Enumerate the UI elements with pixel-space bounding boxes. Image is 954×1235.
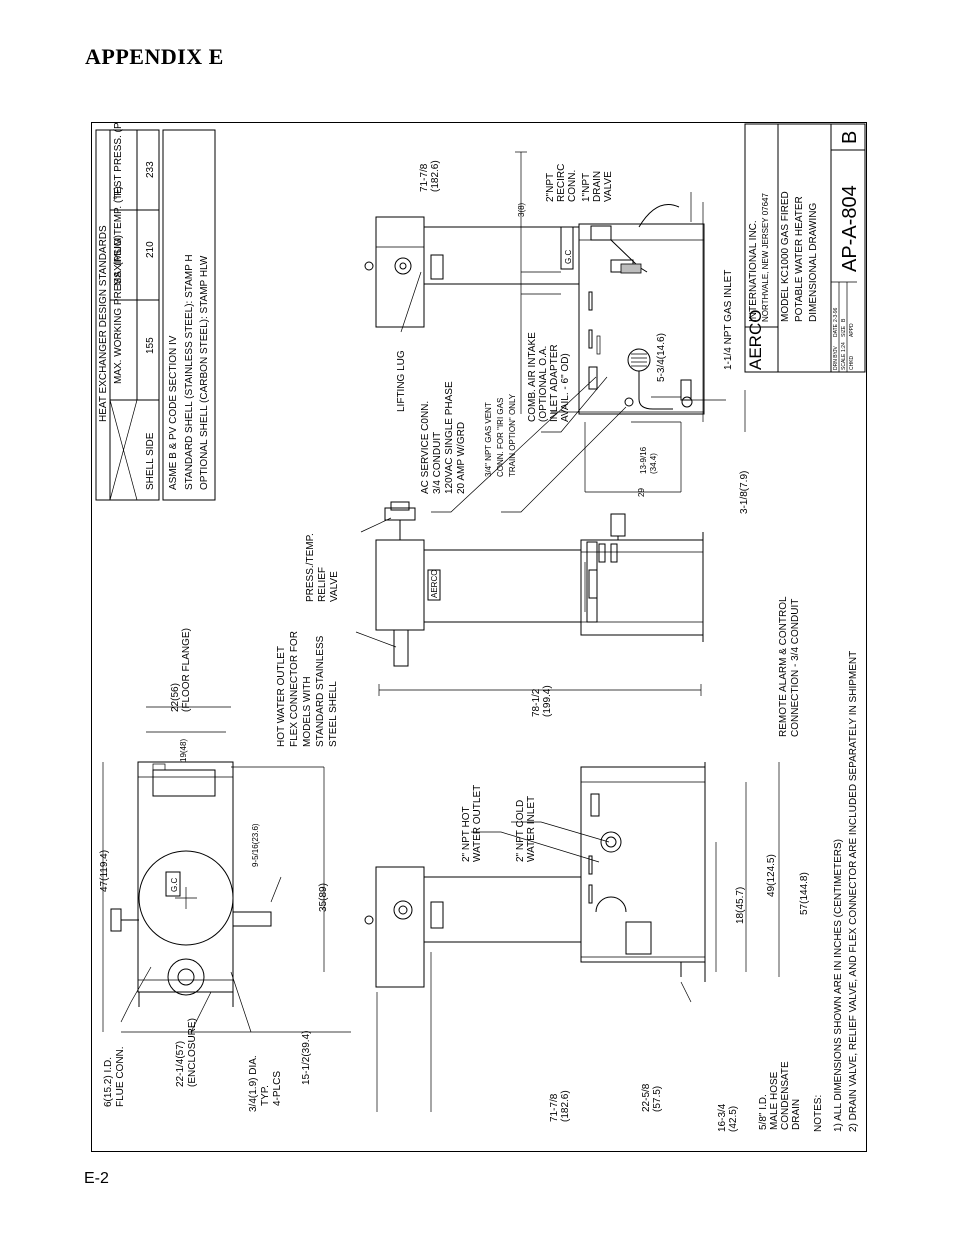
col-max-working: MAX. WORKING PRESS. (PSIG) (113, 235, 124, 384)
dim-35: 35(89) (318, 883, 329, 912)
dim-13-9-16: 13-9/16(34.4) (639, 446, 658, 474)
svg-text:NORTHVALE, NEW JERSEY 07647: NORTHVALE, NEW JERSEY 07647 (761, 193, 770, 322)
table-title: HEAT EXCHANGER DESIGN STANDARDS (98, 225, 109, 422)
label-enclosure: 22-1/4(57)(ENCLOSURE) (175, 1018, 198, 1087)
svg-text:JV: JV (833, 346, 839, 353)
note-1: 1) ALL DIMENSIONS SHOWN ARE IN INCHES (C… (833, 839, 844, 1132)
svg-text:DIMENSIONAL DRAWING: DIMENSIONAL DRAWING (808, 203, 819, 322)
label-gas-inlet: 1-1/4 NPT GAS INLET (723, 270, 734, 370)
dim-29: 29 (637, 488, 646, 497)
label-drain-valve: 1"NPTDRAINVALVE (581, 171, 614, 202)
rear-view (364, 762, 780, 1112)
label-hot-outlet: 2" NPT HOTWATER OUTLET (461, 785, 483, 862)
dimensional-drawing: HEAT EXCHANGER DESIGN STANDARDS MAX. WOR… (91, 122, 867, 1152)
notes-heading: NOTES: (813, 1095, 824, 1132)
svg-text:POTABLE WATER HEATER: POTABLE WATER HEATER (794, 196, 805, 322)
svg-text:SCALE: SCALE (841, 353, 847, 370)
label-ac-service: AC SERVICE C0NN.3/4 CONDUIT120VAC SINGLE… (420, 381, 467, 494)
top-view: G.C (102, 706, 351, 1033)
svg-text:G.C: G.C (170, 878, 179, 892)
dim-22-5-8: 22-5/8(57.5) (641, 1083, 663, 1112)
label-air-intake: COMB. AIR INTAKE(OPTIONAL O.A.INLET ADAP… (527, 332, 571, 422)
svg-text:INTERNATIONAL INC.: INTERNATIONAL INC. (748, 220, 759, 322)
svg-text:1:24: 1:24 (841, 342, 847, 352)
svg-text:CHKD: CHKD (849, 355, 855, 370)
title-block: AERCO INTERNATIONAL INC. NORTHVALE, NEW … (744, 123, 866, 373)
svg-text:G.C: G.C (564, 250, 573, 264)
label-recirc: 2"NPTRECIRCCONN. (545, 164, 578, 202)
dim-49: 49(124.5) (766, 854, 777, 897)
front-view: AERCO (355, 501, 704, 696)
drawing-number: AP-A-804 (839, 185, 861, 272)
dim-18: 18(45.7) (735, 887, 746, 924)
dim-5-3-4: 5-3/4(14.6) (656, 333, 667, 382)
page-heading: APPENDIX E (85, 44, 224, 69)
dim-57: 57(144.8) (799, 872, 810, 915)
svg-text:AERCO: AERCO (430, 570, 439, 598)
svg-text:APPD: APPD (849, 323, 855, 337)
dim-9-5-16: 9-5/16(23.6) (251, 823, 260, 867)
dim-71-7-8-top: 71-7/8(182.6) (419, 160, 441, 192)
row-shell-side: SHELL SIDE (145, 432, 156, 490)
svg-text:ASME B & PV CODE SECTION IV: ASME B & PV CODE SECTION IV (168, 335, 179, 490)
company-logo: AERCO (746, 310, 765, 370)
label-condensate: 5/8" I.D.MALE HOSECONDENSATEDRAIN (758, 1061, 802, 1130)
note-2: 2) DRAIN VALVE, RELIEF VALVE, AND FLEX C… (848, 651, 859, 1132)
col-test-press: TEST PRESS. (PSIG) (113, 122, 124, 200)
svg-text:2-3-96: 2-3-96 (833, 307, 839, 322)
dim-16-3-4: 16-3/4(42.5) (717, 1103, 739, 1132)
value-max-temp: 210 (145, 241, 156, 258)
label-remote-alarm: REMOTE ALARM & CONTROLCONNECTION - 3/4 C… (778, 596, 801, 737)
label-floor-flange: 22(56)(FLOOR FLANGE) (170, 628, 192, 712)
svg-text:SIZE: SIZE (841, 325, 847, 337)
label-cold-inlet: 2" NPT COLDWATER INLET (515, 796, 537, 862)
svg-text:MODEL KC1000 GAS FIRED: MODEL KC1000 GAS FIRED (780, 191, 791, 322)
code-box: ASME B & PV CODE SECTION IV STANDARD SHE… (162, 129, 216, 501)
design-standards-table: HEAT EXCHANGER DESIGN STANDARDS MAX. WOR… (95, 122, 160, 501)
dim-71-7-8-bottom: 71-7/8(182.6) (549, 1090, 571, 1122)
value-max-working: 155 (145, 337, 156, 354)
svg-text:DATE: DATE (833, 323, 839, 337)
dim-15-1-2: 15-1/2(39.4) (301, 1031, 312, 1085)
svg-text:OPTIONAL SHELL (CARBON STEEL):: OPTIONAL SHELL (CARBON STEEL): STAMP HLW (199, 255, 210, 490)
label-lifting-lug: LIFTING LUG (396, 350, 407, 412)
svg-text:DRN BY: DRN BY (833, 350, 839, 370)
svg-text:STANDARD SHELL (STAINLESS STEE: STANDARD SHELL (STAINLESS STEEL): STAMP … (184, 254, 195, 490)
col-max-temp: MAXIMUM TEMP. (°F) (113, 186, 124, 286)
dim-3-1-8: 3-1/8(7.9) (739, 471, 750, 514)
page-number: E-2 (84, 1170, 109, 1187)
dim-47: 47(119.4) (99, 850, 110, 892)
drawing-border (91, 122, 867, 1152)
dim-78-1-2: 78-1/2(199.4) (531, 685, 553, 717)
svg-text:B: B (841, 318, 847, 322)
revision-letter: B (839, 131, 861, 144)
side-view: G.C (364, 151, 746, 513)
dim-19: 19(48) (179, 739, 188, 762)
label-flue-conn: 6(15.2) I.D.FLUE CONN. (103, 1046, 126, 1107)
label-relief-valve: PRESS./TEMP.RELIEFVALVE (305, 533, 340, 602)
value-test-press: 233 (145, 161, 156, 178)
dim-3-8: 3(8) (517, 202, 526, 217)
label-dia: 3/4(1.9) DIA.TYP.4-PLCS (248, 1055, 283, 1112)
